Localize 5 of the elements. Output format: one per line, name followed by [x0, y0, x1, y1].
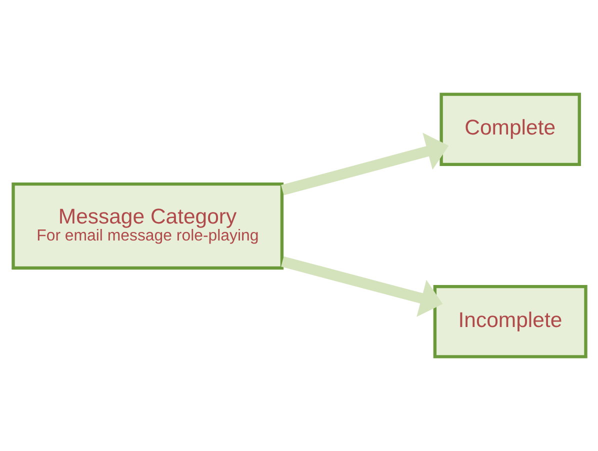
node-box: Complete [439, 92, 580, 166]
node-box: Incomplete [432, 284, 587, 358]
node-box: Message Category For email message role-playing [11, 182, 284, 270]
arrow [280, 132, 448, 196]
arrow [280, 256, 442, 317]
